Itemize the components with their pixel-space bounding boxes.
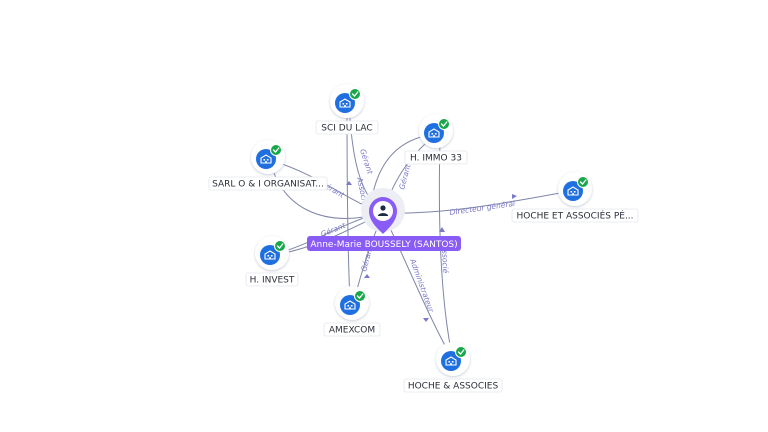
verified-check-icon [354,290,366,302]
company-node-disc [260,245,280,265]
company-node-amexcom[interactable]: AMEXCOM [323,286,381,337]
person-node[interactable]: Anne-Marie BOUSSELY (SANTOS) [307,188,461,251]
company-nodes-layer: SCI DU LAC H. IMMO 33 SARL O & I ORGANISAT… [208,84,639,393]
company-label-bg [245,272,299,287]
arrow-marker [364,274,370,278]
arrow-marker [346,181,352,185]
verified-check-icon [270,144,282,156]
company-node-disc [340,295,360,315]
company-label: SARL O & I ORGANISAT... [212,180,324,190]
edge-label-h-immo-hoche: Associé [440,244,450,274]
verified-check-icon [274,240,286,252]
person-label-bg [307,236,461,251]
company-label-bg [403,378,503,393]
person-marker-inner [373,201,393,221]
company-node-sarl-o-i[interactable]: SARL O & I ORGANISAT... [208,140,328,191]
company-node-disc [256,149,276,169]
arrow-marker [439,227,445,232]
company-label: AMEXCOM [329,326,375,336]
company-label-bg [208,176,328,191]
company-label-bg [511,208,639,223]
company-node-disc [424,123,444,143]
company-building-icon [567,186,579,196]
company-building-icon [445,356,457,366]
company-node-h-invest[interactable]: H. INVEST [245,236,299,287]
edge-hoche-et-associes-pe [382,189,578,214]
company-label: H. IMMO 33 [410,154,462,164]
edge-h-immo-hoche [438,139,454,361]
company-label-bg [315,120,379,135]
company-node-h-immo-33[interactable]: H. IMMO 33 [404,114,468,165]
person-icon [377,205,389,216]
person-name-label: Anne-Marie BOUSSELY (SANTOS) [310,240,457,250]
company-label: HOCHE ET ASSOCIÉS PÉ... [516,210,633,222]
company-building-icon [344,300,356,310]
arrow-marker [423,318,429,322]
company-label: H. INVEST [250,276,295,286]
company-node-sci-du-lac[interactable]: SCI DU LAC [315,84,379,135]
company-label: HOCHE & ASSOCIES [408,382,499,392]
company-building-icon [260,154,272,164]
verified-check-icon [455,346,467,358]
edge-label-hoche-associes: Administrateur [408,257,436,315]
company-label-bg [323,322,381,337]
company-label-bg [404,150,468,165]
company-node-hoche-et-associes-pe[interactable]: HOCHE ET ASSOCIÉS PÉ... [511,172,639,223]
edge-label-sci-du-lac-gerant: Gérant [358,148,375,176]
arrow-marker [512,194,517,199]
company-node-disc [335,93,355,113]
company-label: SCI DU LAC [321,124,372,134]
verified-check-icon [577,176,589,188]
verified-check-icon [349,88,361,100]
edge-label-h-immo-33: Gérant [397,162,413,190]
edge-label-hoche-et-associes-pe: Directeur général [449,199,516,217]
company-building-icon [428,128,440,138]
company-building-icon [339,98,351,108]
verified-check-icon [438,118,450,130]
company-node-hoche-associes[interactable]: HOCHE & ASSOCIES [403,342,503,393]
company-node-disc [441,351,461,371]
company-node-disc [563,181,583,201]
company-building-icon [264,250,276,260]
